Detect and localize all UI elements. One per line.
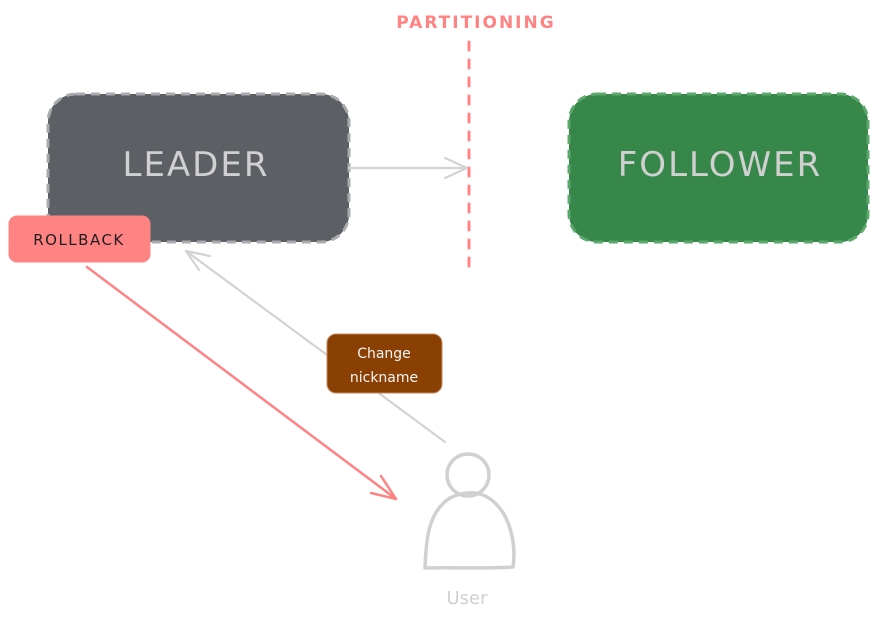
arrow-rollback-to-user [85,265,398,501]
change-nickname-box [326,333,443,394]
change-nickname-badge[interactable]: Change nickname [326,333,443,394]
rollback-label: ROLLBACK [33,231,125,249]
arrow-user-to-leader [184,249,447,444]
arrow-leader-to-partition [347,156,469,180]
user-node[interactable]: User [423,452,516,609]
user-icon [423,452,516,570]
leader-label: LEADER [123,145,270,185]
follower-label: FOLLOWER [618,145,822,185]
follower-box [567,92,870,244]
leader-node[interactable]: LEADER [46,92,351,244]
user-label: User [446,588,488,609]
change-nickname-label-line1: Change [357,346,411,362]
rollback-badge[interactable]: ROLLBACK [8,215,151,263]
follower-node[interactable]: FOLLOWER [567,92,870,244]
change-nickname-label-line2: nickname [350,370,418,386]
rollback-box [8,215,151,263]
partition-label: PARTITIONING [396,13,555,33]
